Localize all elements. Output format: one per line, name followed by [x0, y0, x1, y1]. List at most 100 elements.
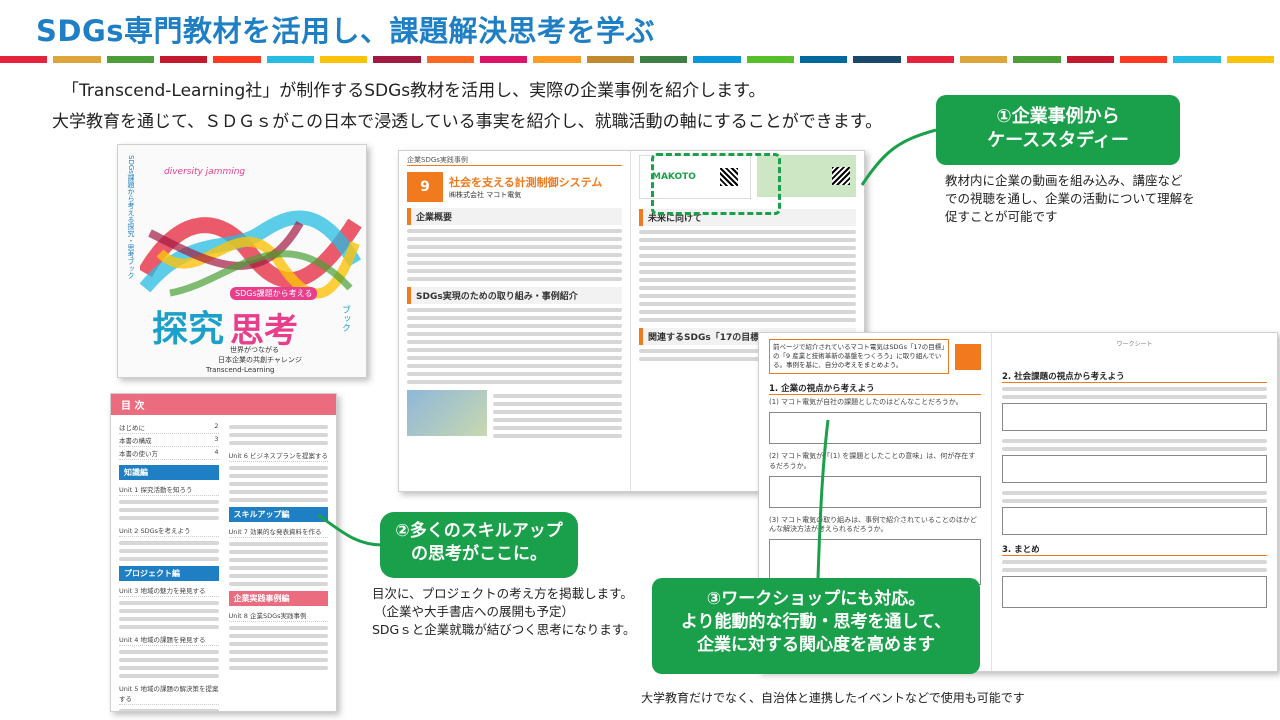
- cover-subtitle-1: 世界がつながる: [230, 346, 279, 354]
- answer-box[interactable]: [1002, 455, 1267, 483]
- callout-2-line-1: ②多くのスキルアップ: [395, 521, 563, 541]
- case-header: 企業SDGs実践事例: [407, 155, 622, 166]
- sdg-color-segment: [959, 56, 1008, 63]
- sdg-color-segment: [159, 56, 208, 63]
- cover-publisher: Transcend-Learning: [206, 366, 275, 374]
- sdg-color-segment: [1173, 56, 1221, 63]
- worksheet-header: ワークシート: [1116, 341, 1153, 348]
- intro-line-2: 大学教育を通じて、ＳＤＧｓがこの日本で浸透している事実を紹介し、就職活動の軸にす…: [52, 112, 883, 132]
- sdg-color-segment: [799, 56, 848, 63]
- answer-box[interactable]: [769, 475, 981, 508]
- sdg-color-segment: [373, 56, 421, 63]
- sdg-color-segment: [1226, 56, 1274, 63]
- toc-row: Unit 1 探究活動を知ろう: [119, 483, 219, 496]
- worksheet-section-1: 1. 企業の視点から考えよう: [769, 382, 981, 396]
- cover-badge: SDGs課題から考える: [230, 287, 318, 300]
- connector-1: [860, 128, 937, 186]
- callout-3-line-1: ③ワークショップにも対応。: [706, 589, 926, 609]
- answer-box[interactable]: [1002, 507, 1267, 535]
- toc-row: Unit 3 地域の魅力を発見する: [119, 584, 219, 597]
- toc-section-head: スキルアップ編: [228, 507, 328, 522]
- callout-case-study: ①企業事例から ケーススタディー: [936, 95, 1180, 165]
- sdg-color-segment: [1119, 56, 1168, 63]
- highlight-dashed-box: [651, 153, 781, 215]
- toc-section-head: 知識編: [119, 465, 219, 480]
- cover-art: [140, 210, 362, 299]
- answer-box[interactable]: [769, 412, 981, 445]
- worksheet-question: (2) マコト電気が「(1) を課題としたことの意味」は、何が存在するだろうか。: [769, 452, 976, 470]
- case-title: 社会を支える計測制御システム: [449, 176, 603, 189]
- connector-3: [816, 419, 830, 579]
- cover-side-label: ブック: [340, 305, 350, 332]
- sdg-goal-9-icon: 9: [407, 172, 443, 202]
- caption-2-line: （企業や大手書店への展開も予定）: [374, 604, 575, 620]
- sdg-color-segment: [906, 56, 954, 63]
- answer-box[interactable]: [1002, 403, 1267, 431]
- toc-section-head: プロジェクト編: [119, 566, 219, 581]
- cover-vertical-text: SDGs課題から考える探究・思考ブック: [127, 155, 135, 279]
- callout-skill-up: ②多くのスキルアップ の思考がここに。: [380, 512, 578, 578]
- callout-3-line-2: より能動的な行動・思考を通して、: [680, 611, 952, 632]
- sdg-color-segment: [1066, 56, 1114, 63]
- sdg-color-segment: [479, 56, 528, 63]
- sdg-color-segment: [853, 56, 901, 63]
- toc-row: Unit 6 ビジネスプランを提案する: [228, 449, 328, 462]
- sdg-color-segment: [319, 56, 368, 63]
- book-cover: SDGs課題から考える探究・思考ブック diversity jamming SD…: [117, 144, 367, 378]
- toc-row: Unit 2 SDGsを考えよう: [119, 524, 219, 537]
- sdg-color-segment: [213, 56, 261, 63]
- sdg-color-segment: [266, 56, 314, 63]
- sdg-color-segment: [53, 56, 101, 63]
- slide-title: SDGs専門教材を活用し、課題解決思考を学ぶ: [36, 14, 656, 48]
- case-section: 企業概要: [407, 208, 622, 225]
- sdg-color-segment: [426, 56, 474, 63]
- worksheet-lead: 前ページで紹介されているマコト電気はSDGs「17の目標」の「9 産業と技術革新…: [769, 339, 949, 375]
- caption-2-line: SDGｓと企業就職が結びつく思考になります。: [372, 622, 636, 638]
- answer-box[interactable]: [1002, 576, 1267, 608]
- caption-2-line: 目次に、プロジェクトの考え方を掲載します。: [372, 586, 633, 601]
- sdg-color-segment: [106, 56, 154, 63]
- sdg-color-bar: [0, 56, 1280, 63]
- case-company: ㈱株式会社 マコト電気: [449, 191, 522, 199]
- caption-2: 目次に、プロジェクトの考え方を掲載します。 （企業や大手書店への展開も予定） S…: [372, 585, 636, 639]
- sdg-color-segment: [639, 56, 688, 63]
- sdg-goal-9-icon: [955, 343, 981, 370]
- worksheet-question: (1) マコト電気が自社の課題としたのはどんなことだろうか。: [769, 398, 963, 407]
- worksheet-section-3: 3. まとめ: [1002, 543, 1267, 556]
- worksheet-question: (3) マコト電気の取り組みは、事例で紹介されていることのほかどんな解決方法が考…: [769, 515, 977, 534]
- video-qr-icon[interactable]: [832, 167, 850, 185]
- toc-row: Unit 4 地域の課題を発見する: [119, 633, 219, 646]
- sdg-color-segment: [533, 56, 581, 63]
- sdg-color-segment: [746, 56, 794, 63]
- cover-title-1: 探究: [152, 309, 225, 350]
- cover-title-2: 思考: [230, 311, 298, 351]
- toc-header: 目 次: [111, 394, 336, 415]
- connector-2: [317, 513, 383, 547]
- sdg-color-segment: [693, 56, 741, 63]
- toc-row: Unit 5 地域の課題の解決策を提案する: [119, 682, 219, 705]
- caption-1-line: 促すことが可能です: [945, 209, 1058, 225]
- toc-section-head: 企業実践事例編: [228, 591, 328, 606]
- case-photo: [407, 390, 487, 436]
- toc-row: Unit 8 企業SDGs実践事例: [228, 609, 328, 622]
- callout-workshop: ③ワークショップにも対応。 より能動的な行動・思考を通して、 企業に対する関心度…: [652, 578, 980, 674]
- caption-1-line: 教材内に企業の動画を組み込み、講座など: [945, 173, 1183, 188]
- callout-1-line-1: ①企業事例から: [996, 106, 1120, 127]
- toc-right-column: Unit 6 ビジネスプランを提案する スキルアップ編 Unit 7 効果的な発…: [228, 421, 328, 711]
- callout-3-line-3: 企業に対する関心度を高めます: [697, 634, 935, 655]
- caption-1-line: での視聴を通し、企業の活動について理解を: [945, 191, 1195, 207]
- intro-line-1: 「Transcend-Learning社」が制作するSDGs教材を活用し、実際の…: [62, 81, 766, 101]
- qr-code-icon: [719, 168, 738, 186]
- toc-row: Unit 7 効果的な発表資料を作る: [228, 525, 328, 538]
- sdg-color-segment: [586, 56, 634, 63]
- cover-logo: diversity jamming: [164, 167, 246, 177]
- case-section: SDGs実現のための取り組み・事例紹介: [407, 287, 622, 304]
- worksheet-section-2: 2. 社会課題の視点から考えよう: [1002, 370, 1267, 383]
- caption-1: 教材内に企業の動画を組み込み、講座など での視聴を通し、企業の活動について理解を…: [945, 172, 1195, 226]
